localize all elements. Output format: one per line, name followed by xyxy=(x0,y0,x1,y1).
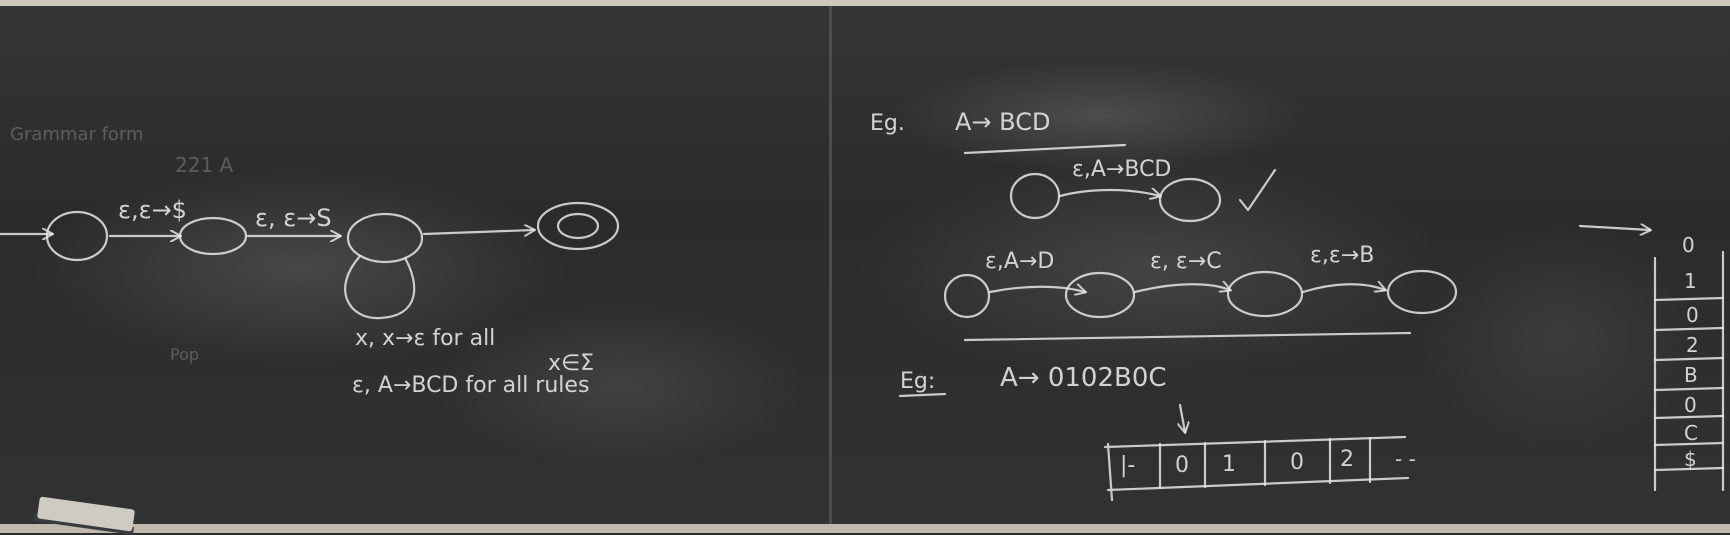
stack-cell: $ xyxy=(1684,447,1697,471)
eg2-underline xyxy=(898,392,947,398)
stack-cell: 0 xyxy=(1682,233,1695,257)
tape-head-arrow xyxy=(1180,403,1185,432)
chain-state-3 xyxy=(1226,270,1304,318)
chain-edge-label-1: ε,A→D xyxy=(985,249,1054,274)
tape-outline xyxy=(1103,435,1410,502)
stack-divider xyxy=(1653,414,1725,420)
loop-rule-2: ε, A→BCD for all rules xyxy=(352,373,589,398)
board-seam xyxy=(829,6,832,524)
stack-cell: 2 xyxy=(1686,333,1699,357)
chain-edge-3 xyxy=(1301,284,1385,294)
edge-label-1: ε,ε→$ xyxy=(118,196,187,224)
state-e1b xyxy=(1158,177,1222,223)
right-examples: Eg. A→ BCD ε,A→BCD ε,A→D ε, ε→C ε,ε→B Eg… xyxy=(870,108,1458,502)
stack-walls xyxy=(1653,250,1725,492)
eg1-edge: ε,A→BCD xyxy=(1072,157,1171,182)
divider-line xyxy=(963,331,1412,342)
underline xyxy=(963,143,1127,155)
chain-edge-2 xyxy=(1133,284,1230,294)
ceiling-trim xyxy=(0,0,1730,6)
stack-divider xyxy=(1653,386,1725,392)
stack-divider xyxy=(1653,441,1725,447)
stack-diagram: 0 1 0 2 B 0 C $ xyxy=(1578,226,1725,492)
state-q1 xyxy=(178,216,248,256)
stack-divider xyxy=(1653,356,1725,362)
stack-divider xyxy=(1653,296,1725,302)
ghost-text: Pop xyxy=(170,345,199,364)
chain-state-2 xyxy=(1064,271,1136,319)
tape-more: - - xyxy=(1395,447,1416,471)
eg1-label: Eg. xyxy=(870,111,905,136)
stack-cell: 0 xyxy=(1684,393,1697,417)
tape-cell: 1 xyxy=(1222,452,1236,477)
tape-cell: 0 xyxy=(1290,450,1304,475)
eg2-rule: A→ 0102B0C xyxy=(1000,363,1167,393)
eg2-label: Eg: xyxy=(900,369,935,394)
state-accept-outer xyxy=(536,201,620,251)
faint-title: 221 A xyxy=(175,153,234,177)
tape-cell: 2 xyxy=(1340,447,1354,472)
ghost-text: Grammar form xyxy=(10,124,144,145)
edge-label-2: ε, ε→S xyxy=(255,204,332,232)
eg1-rule: A→ BCD xyxy=(955,108,1050,136)
loop-rule-1: x, x→ε for all xyxy=(355,326,495,351)
stack-divider xyxy=(1653,326,1725,332)
edge-q2-q3 xyxy=(422,230,534,234)
left-pda-diagram: ε,ε→$ ε, ε→S x, x→ε for all x∈Σ ε, A→BCD… xyxy=(0,196,620,398)
state-q2 xyxy=(346,212,424,264)
stack-divider xyxy=(1653,466,1725,472)
stack-top-arrow xyxy=(1578,226,1650,230)
tape-cell: 0 xyxy=(1175,453,1189,478)
tape-cell: |- xyxy=(1120,453,1135,478)
stack-cell: B xyxy=(1684,363,1698,387)
state-q0 xyxy=(45,210,109,262)
stack-cell: 0 xyxy=(1686,303,1699,327)
chalkboard xyxy=(0,6,1730,524)
check-mark xyxy=(1238,168,1277,212)
chain-edge-1 xyxy=(988,287,1085,292)
state-e1a xyxy=(1009,172,1061,220)
edge-e1 xyxy=(1058,190,1160,196)
chain-state-4 xyxy=(1386,269,1458,315)
chalk-tray xyxy=(0,524,1730,533)
chain-edge-label-3: ε,ε→B xyxy=(1310,243,1374,268)
stack-cell: 1 xyxy=(1684,269,1697,293)
stack-cell: C xyxy=(1684,421,1698,445)
chain-state-1 xyxy=(943,273,991,319)
self-loop xyxy=(344,254,416,320)
chain-edge-label-2: ε, ε→C xyxy=(1150,249,1222,274)
state-accept-inner xyxy=(556,212,600,240)
loop-rule-1b: x∈Σ xyxy=(548,351,594,376)
